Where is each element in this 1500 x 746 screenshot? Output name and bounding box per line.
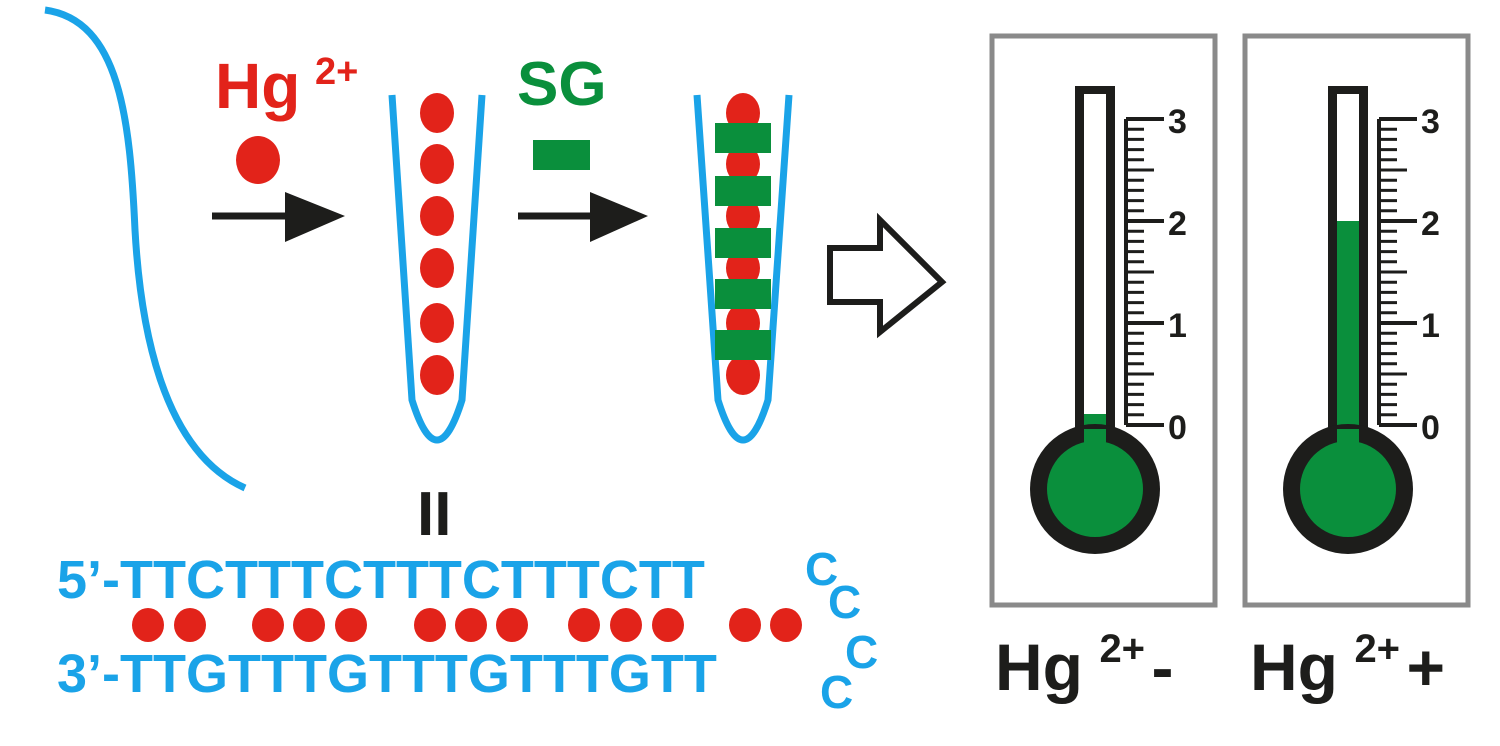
thermometer-bulb	[1047, 441, 1143, 537]
thermometer-bulb	[1300, 441, 1396, 537]
hairpin-hg-ions	[420, 93, 454, 395]
equivalence-mark: II	[417, 480, 451, 549]
loop-base-3: C	[845, 626, 878, 678]
thermometer-scale	[1377, 117, 1417, 427]
sequence-bottom-prefix: 3’-	[57, 644, 120, 704]
tick-label-2: 2	[1168, 205, 1187, 243]
tick-label-2: 2	[1421, 205, 1440, 243]
hairpin-sg-dyes	[715, 123, 771, 360]
sequence-bottom-strand: 3’-TTGTTTGTTTGTTTGTT	[57, 644, 717, 704]
sg-dye	[533, 140, 590, 170]
tick-label-1: 1	[1168, 307, 1187, 345]
loop-base-1: C	[805, 543, 838, 595]
sequence-hg-ions	[132, 608, 802, 642]
tick-label-0: 0	[1168, 409, 1187, 447]
tick-label-3: 3	[1168, 103, 1187, 141]
thermometer-panel-plus: 0 1 2 3	[1242, 33, 1471, 608]
tick-label-1: 1	[1421, 307, 1440, 345]
thermometer-label-minus: Hg 2+ -	[995, 627, 1173, 704]
hg-reagent-base: Hg	[215, 50, 300, 122]
tick-label-3: 3	[1421, 103, 1440, 141]
loop-base-2: C	[828, 576, 861, 628]
thermometer-label-plus-charge: 2+	[1354, 627, 1400, 671]
reaction-arrow-2	[518, 192, 648, 242]
thermometer-neck	[1084, 429, 1106, 459]
thermometer-label-minus-charge: 2+	[1099, 627, 1145, 671]
result-arrow	[827, 212, 947, 339]
scale-tick-labels: 0 1 2 3	[1421, 103, 1440, 447]
thermometer-label-minus-base: Hg	[995, 630, 1083, 704]
thermometer-label-plus: Hg 2+ +	[1250, 627, 1445, 704]
hairpin-dna-sg	[693, 94, 793, 444]
sequence-duplex: 5’-TTCTTTCTTTCTTTCTT 3’-TTGTTTGTTTGTTTGT…	[57, 543, 878, 718]
sequence-top-strand: 5’-TTCTTTCTTTCTTTCTT	[57, 550, 705, 610]
hg-reagent-charge: 2+	[315, 51, 358, 93]
sequence-top-bases: TTCTTTCTTTCTTTCTT	[120, 550, 705, 610]
thermometer-label-minus-sign: -	[1152, 630, 1174, 704]
sequence-top-prefix: 5’-	[57, 550, 120, 610]
thermometer-bore	[1084, 94, 1106, 444]
sequence-bottom-bases: TTGTTTGTTTGTTTGTT	[120, 644, 717, 704]
thermometer-label-plus-base: Hg	[1250, 630, 1338, 704]
thermometer-panel-minus: 0 1 2 3	[989, 33, 1218, 608]
scale-tick-labels: 0 1 2 3	[1168, 103, 1187, 447]
reaction-arrow-1	[212, 192, 345, 242]
thermometer-fill	[1337, 221, 1359, 444]
thermometer-neck	[1337, 429, 1359, 459]
tick-label-0: 0	[1421, 409, 1440, 447]
ssdna-strand	[44, 6, 247, 492]
sg-reagent-label: SG	[517, 50, 607, 119]
loop-base-4: C	[820, 666, 853, 718]
thermometer-scale	[1124, 117, 1164, 427]
thermometer-label-plus-sign: +	[1407, 630, 1446, 704]
hairpin-dna	[388, 94, 486, 444]
hg-ion	[236, 136, 280, 184]
